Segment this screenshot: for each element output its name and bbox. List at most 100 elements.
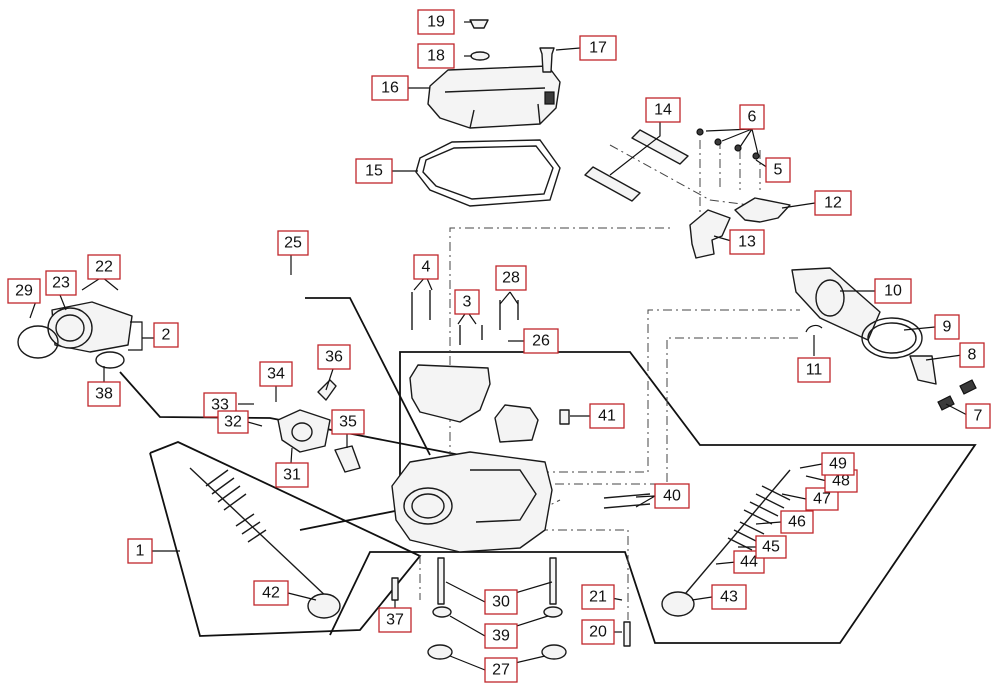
svg-text:39: 39	[492, 628, 510, 645]
callout-14: 14	[645, 97, 681, 123]
svg-text:16: 16	[381, 80, 399, 97]
svg-text:44: 44	[740, 554, 758, 571]
svg-text:32: 32	[224, 414, 242, 431]
svg-text:31: 31	[283, 467, 301, 484]
svg-text:11: 11	[806, 362, 823, 379]
svg-text:3: 3	[463, 294, 472, 311]
callout-21: 21	[581, 584, 615, 610]
svg-text:42: 42	[262, 585, 280, 602]
svg-text:20: 20	[589, 624, 607, 641]
callout-19: 19	[417, 9, 455, 35]
svg-text:46: 46	[788, 514, 806, 531]
cylinder-head	[391, 451, 553, 553]
callout-3: 3	[454, 289, 480, 315]
svg-text:25: 25	[284, 235, 302, 252]
svg-text:2: 2	[162, 327, 171, 344]
callout-41: 41	[589, 403, 625, 429]
rocker-arms	[689, 128, 791, 259]
valve-cover	[427, 65, 561, 129]
callout-16: 16	[371, 75, 409, 101]
svg-text:49: 49	[829, 456, 847, 473]
callout-4: 4	[413, 254, 439, 280]
callout-11: 11	[797, 357, 831, 383]
callout-49: 49	[821, 452, 855, 476]
svg-text:28: 28	[502, 270, 520, 287]
callout-28: 28	[495, 265, 527, 291]
callout-30: 30	[484, 589, 518, 615]
callout-1: 1	[127, 538, 153, 564]
callout-27: 27	[484, 657, 518, 683]
svg-text:48: 48	[832, 473, 850, 490]
svg-text:7: 7	[974, 408, 983, 425]
callout-47: 47	[805, 487, 839, 511]
svg-text:1: 1	[136, 543, 145, 560]
camshaft	[791, 267, 937, 385]
callout-17: 17	[579, 35, 617, 61]
callout-7: 7	[965, 403, 991, 429]
svg-text:37: 37	[386, 612, 404, 629]
svg-text:36: 36	[325, 349, 343, 366]
callout-12: 12	[814, 190, 852, 216]
svg-text:10: 10	[884, 283, 902, 300]
callout-43: 43	[711, 584, 747, 610]
callout-15: 15	[355, 158, 393, 184]
cam-holders	[409, 290, 539, 443]
callout-13: 13	[729, 229, 765, 255]
callout-32: 32	[217, 410, 249, 434]
callout-45: 45	[755, 535, 787, 559]
callout-2: 2	[153, 322, 179, 348]
svg-text:14: 14	[654, 102, 672, 119]
svg-text:9: 9	[943, 319, 952, 336]
svg-text:35: 35	[339, 414, 357, 431]
callout-31: 31	[275, 462, 309, 488]
cover-bolt-parts	[469, 19, 555, 73]
callout-26: 26	[523, 328, 559, 354]
svg-text:22: 22	[95, 259, 113, 276]
callout-29: 29	[7, 278, 41, 304]
callout-35: 35	[331, 409, 365, 435]
svg-text:41: 41	[598, 408, 616, 425]
thermostat-parts	[277, 379, 361, 473]
callout-36: 36	[317, 344, 351, 370]
svg-text:34: 34	[267, 366, 285, 383]
rocker-shafts	[584, 129, 689, 202]
callout-22: 22	[87, 254, 121, 280]
callout-38: 38	[87, 381, 121, 407]
callout-40: 40	[654, 483, 690, 509]
studs-and-bolts	[391, 409, 651, 660]
svg-text:29: 29	[15, 283, 33, 300]
svg-text:43: 43	[720, 589, 738, 606]
svg-text:4: 4	[422, 259, 431, 276]
callout-5: 5	[765, 157, 791, 183]
svg-text:18: 18	[427, 48, 445, 65]
svg-text:27: 27	[492, 662, 510, 679]
cam-bolts	[937, 379, 977, 411]
callout-10: 10	[874, 278, 912, 304]
callout-20: 20	[581, 619, 615, 645]
svg-text:5: 5	[774, 162, 783, 179]
svg-text:17: 17	[589, 40, 607, 57]
callout-18: 18	[417, 43, 455, 69]
valve-cover-gasket	[415, 139, 561, 207]
callout-6: 6	[739, 104, 765, 130]
callout-34: 34	[259, 361, 293, 387]
svg-text:15: 15	[365, 163, 383, 180]
svg-text:12: 12	[824, 195, 842, 212]
callout-8: 8	[959, 342, 985, 368]
svg-text:30: 30	[492, 594, 510, 611]
callout-46: 46	[780, 510, 814, 534]
callout-42: 42	[253, 580, 289, 606]
callout-39: 39	[484, 623, 518, 649]
intake-manifold	[17, 301, 133, 369]
callout-23: 23	[45, 270, 77, 296]
svg-text:26: 26	[532, 333, 550, 350]
callout-25: 25	[277, 230, 309, 256]
svg-text:21: 21	[589, 589, 607, 606]
svg-text:23: 23	[52, 275, 70, 292]
svg-text:33: 33	[211, 397, 229, 414]
svg-text:13: 13	[738, 234, 756, 251]
svg-text:19: 19	[427, 14, 445, 31]
svg-text:38: 38	[95, 386, 113, 403]
callout-9: 9	[934, 314, 960, 340]
